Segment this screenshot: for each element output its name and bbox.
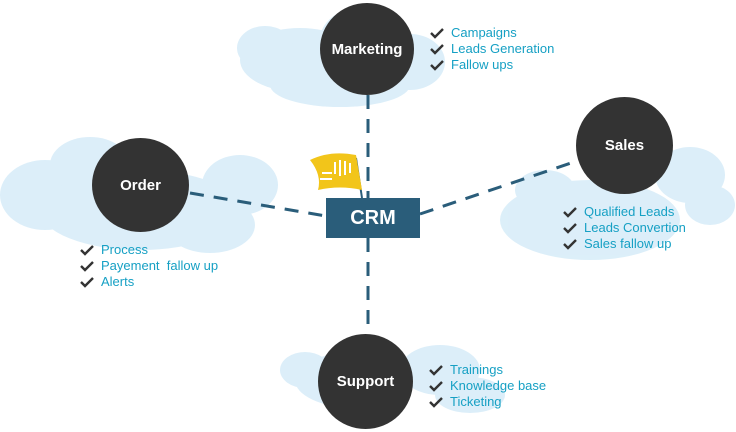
sales-list: Qualified Leads Leads Convertion Sales f… bbox=[563, 204, 686, 252]
check-icon bbox=[563, 239, 577, 250]
list-item-text: Knowledge base bbox=[450, 378, 547, 393]
flag-icon bbox=[310, 153, 363, 199]
node-support: Support bbox=[318, 334, 413, 429]
list-item-text: Leads Generation bbox=[451, 41, 555, 56]
list-item: Process bbox=[80, 242, 218, 258]
crm-center-box: CRM bbox=[326, 198, 420, 238]
list-item-text: Alerts bbox=[101, 274, 135, 289]
node-order: Order bbox=[92, 138, 189, 232]
check-icon bbox=[429, 397, 443, 408]
list-item-text: Fallow ups bbox=[451, 57, 514, 72]
check-icon bbox=[80, 261, 94, 272]
list-item-text: Leads Convertion bbox=[584, 220, 686, 235]
list-item-text: Trainings bbox=[450, 362, 503, 377]
connectors bbox=[189, 95, 581, 334]
check-icon bbox=[563, 223, 577, 234]
list-item: Trainings bbox=[429, 362, 546, 378]
list-item-text: Qualified Leads bbox=[584, 204, 675, 219]
order-list: Process Payement fallow up Alerts bbox=[80, 242, 218, 290]
check-icon bbox=[430, 28, 444, 39]
node-sales: Sales bbox=[576, 97, 673, 194]
list-item-text: Sales fallow up bbox=[584, 236, 672, 251]
crm-label: CRM bbox=[350, 206, 396, 229]
cloud-sales bbox=[500, 147, 735, 260]
node-support-label: Support bbox=[336, 373, 395, 390]
check-icon bbox=[430, 60, 444, 71]
list-item: Leads Convertion bbox=[563, 220, 686, 236]
support-list: Trainings Knowledge base Ticketing bbox=[429, 362, 546, 410]
list-item-text: Ticketing bbox=[450, 394, 502, 409]
list-item: Campaigns bbox=[430, 25, 554, 41]
check-icon bbox=[80, 245, 94, 256]
node-marketing: Marketing bbox=[320, 3, 414, 95]
list-item: Alerts bbox=[80, 274, 218, 290]
list-item: Fallow ups bbox=[430, 57, 554, 73]
node-marketing-label: Marketing bbox=[331, 40, 403, 58]
check-icon bbox=[429, 381, 443, 392]
list-item: Payement fallow up bbox=[80, 258, 218, 274]
list-item-text: Campaigns bbox=[451, 25, 517, 40]
list-item: Qualified Leads bbox=[563, 204, 686, 220]
list-item-text: Process bbox=[101, 242, 148, 257]
list-item: Sales fallow up bbox=[563, 236, 686, 252]
list-item: Leads Generation bbox=[430, 41, 554, 57]
check-icon bbox=[80, 277, 94, 288]
list-item-text: Payement fallow up bbox=[101, 258, 219, 273]
node-sales-label: Sales bbox=[604, 137, 645, 154]
check-icon bbox=[429, 365, 443, 376]
list-item: Ticketing bbox=[429, 394, 546, 410]
node-order-label: Order bbox=[120, 176, 161, 194]
check-icon bbox=[430, 44, 444, 55]
connector-sales bbox=[419, 158, 581, 216]
marketing-list: Campaigns Leads Generation Fallow ups bbox=[430, 25, 554, 73]
list-item: Knowledge base bbox=[429, 378, 546, 394]
check-icon bbox=[563, 207, 577, 218]
